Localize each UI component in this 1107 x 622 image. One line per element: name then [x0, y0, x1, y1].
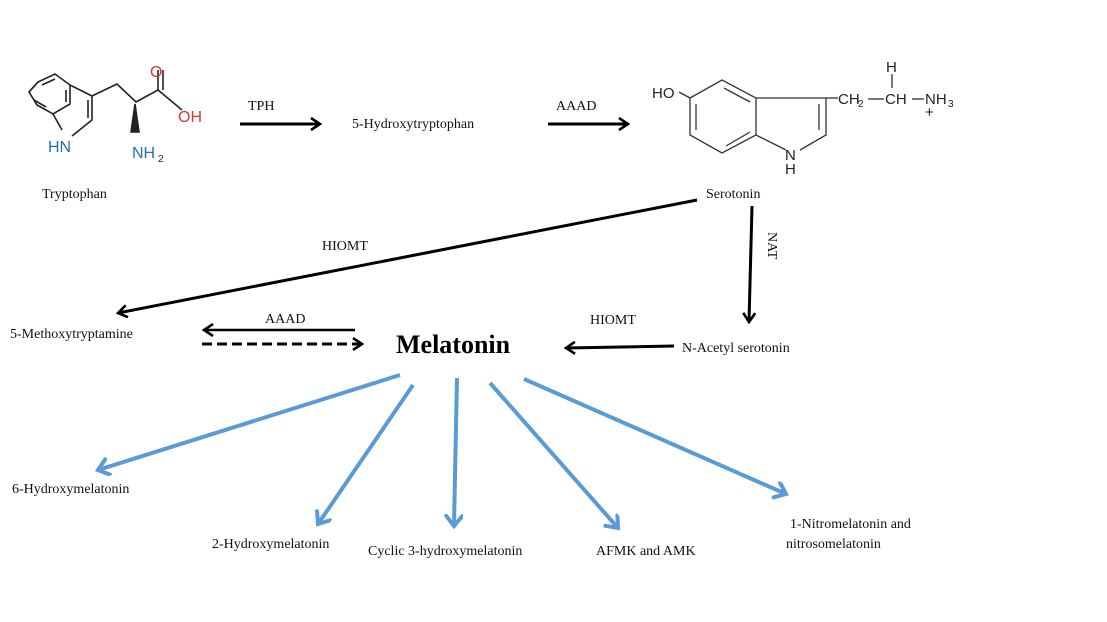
- indole-nh-label: HN: [48, 139, 71, 156]
- serotonin-h-top-label: H: [886, 59, 897, 76]
- acetylserotonin-label: N-Acetyl serotonin: [682, 341, 790, 356]
- serotonin-nh3-subscript: 3: [948, 99, 954, 110]
- arrow-to-afmk-amk: [488, 381, 618, 528]
- metabolite-afmk-amk: AFMK and AMK: [596, 544, 696, 559]
- tryptophan-structure: [28, 70, 183, 137]
- serotonin-nh3-label: NH: [925, 91, 947, 108]
- arrow-to-nitromelatonin: [523, 377, 786, 494]
- serotonin-nh-h-label: H: [785, 161, 796, 178]
- tryptophan-label: Tryptophan: [42, 187, 107, 202]
- serotonin-n-label: N: [785, 147, 796, 164]
- metabolite-cyclic-3-hydroxymelatonin: Cyclic 3-hydroxymelatonin: [368, 544, 522, 559]
- serotonin-structure: [678, 74, 924, 154]
- hiomt-arrow-serotonin: [118, 198, 698, 313]
- serotonin-hydroxyl-label: HO: [652, 85, 675, 102]
- melatonin-label: Melatonin: [396, 330, 511, 359]
- amine-subscript: 2: [158, 154, 164, 165]
- hiomt-enzyme-label-upper: HIOMT: [322, 239, 368, 254]
- oxygen-label: O: [150, 64, 162, 81]
- hydroxyl-label: OH: [178, 109, 202, 126]
- arrow-to-cyclic-3-hydroxymelatonin: [454, 377, 457, 526]
- arrow-to-6-hydroxymelatonin: [98, 373, 401, 470]
- tph-enzyme-label: TPH: [248, 99, 274, 114]
- metabolite-nitromelatonin-line2: nitrosomelatonin: [786, 537, 881, 552]
- serotonin-ch-label: CH: [885, 91, 907, 108]
- nat-arrow: [749, 205, 752, 322]
- hydroxytryptophan-label: 5-Hydroxytryptophan: [352, 117, 474, 132]
- arrow-to-2-hydroxymelatonin: [318, 383, 415, 524]
- hiomt-enzyme-label-lower: HIOMT: [590, 313, 636, 328]
- serotonin-ch2-subscript: 2: [858, 99, 864, 110]
- amine-label: NH: [132, 145, 155, 162]
- serotonin-ch2-label: CH: [838, 91, 860, 108]
- nat-enzyme-label: NAT: [764, 232, 779, 260]
- metabolite-6-hydroxymelatonin: 6-Hydroxymelatonin: [12, 482, 129, 497]
- hiomt-arrow-acetylserotonin: [566, 346, 675, 348]
- serotonin-label: Serotonin: [706, 187, 760, 202]
- aaad-enzyme-label-lower: AAAD: [265, 312, 305, 327]
- aaad-enzyme-label-top: AAAD: [556, 99, 596, 114]
- metabolite-nitromelatonin-line1: 1-Nitromelatonin and: [790, 517, 911, 532]
- serotonin-charge-label: +: [925, 104, 934, 121]
- metabolite-2-hydroxymelatonin: 2-Hydroxymelatonin: [212, 537, 329, 552]
- methoxytryptamine-label: 5-Methoxytryptamine: [10, 327, 133, 342]
